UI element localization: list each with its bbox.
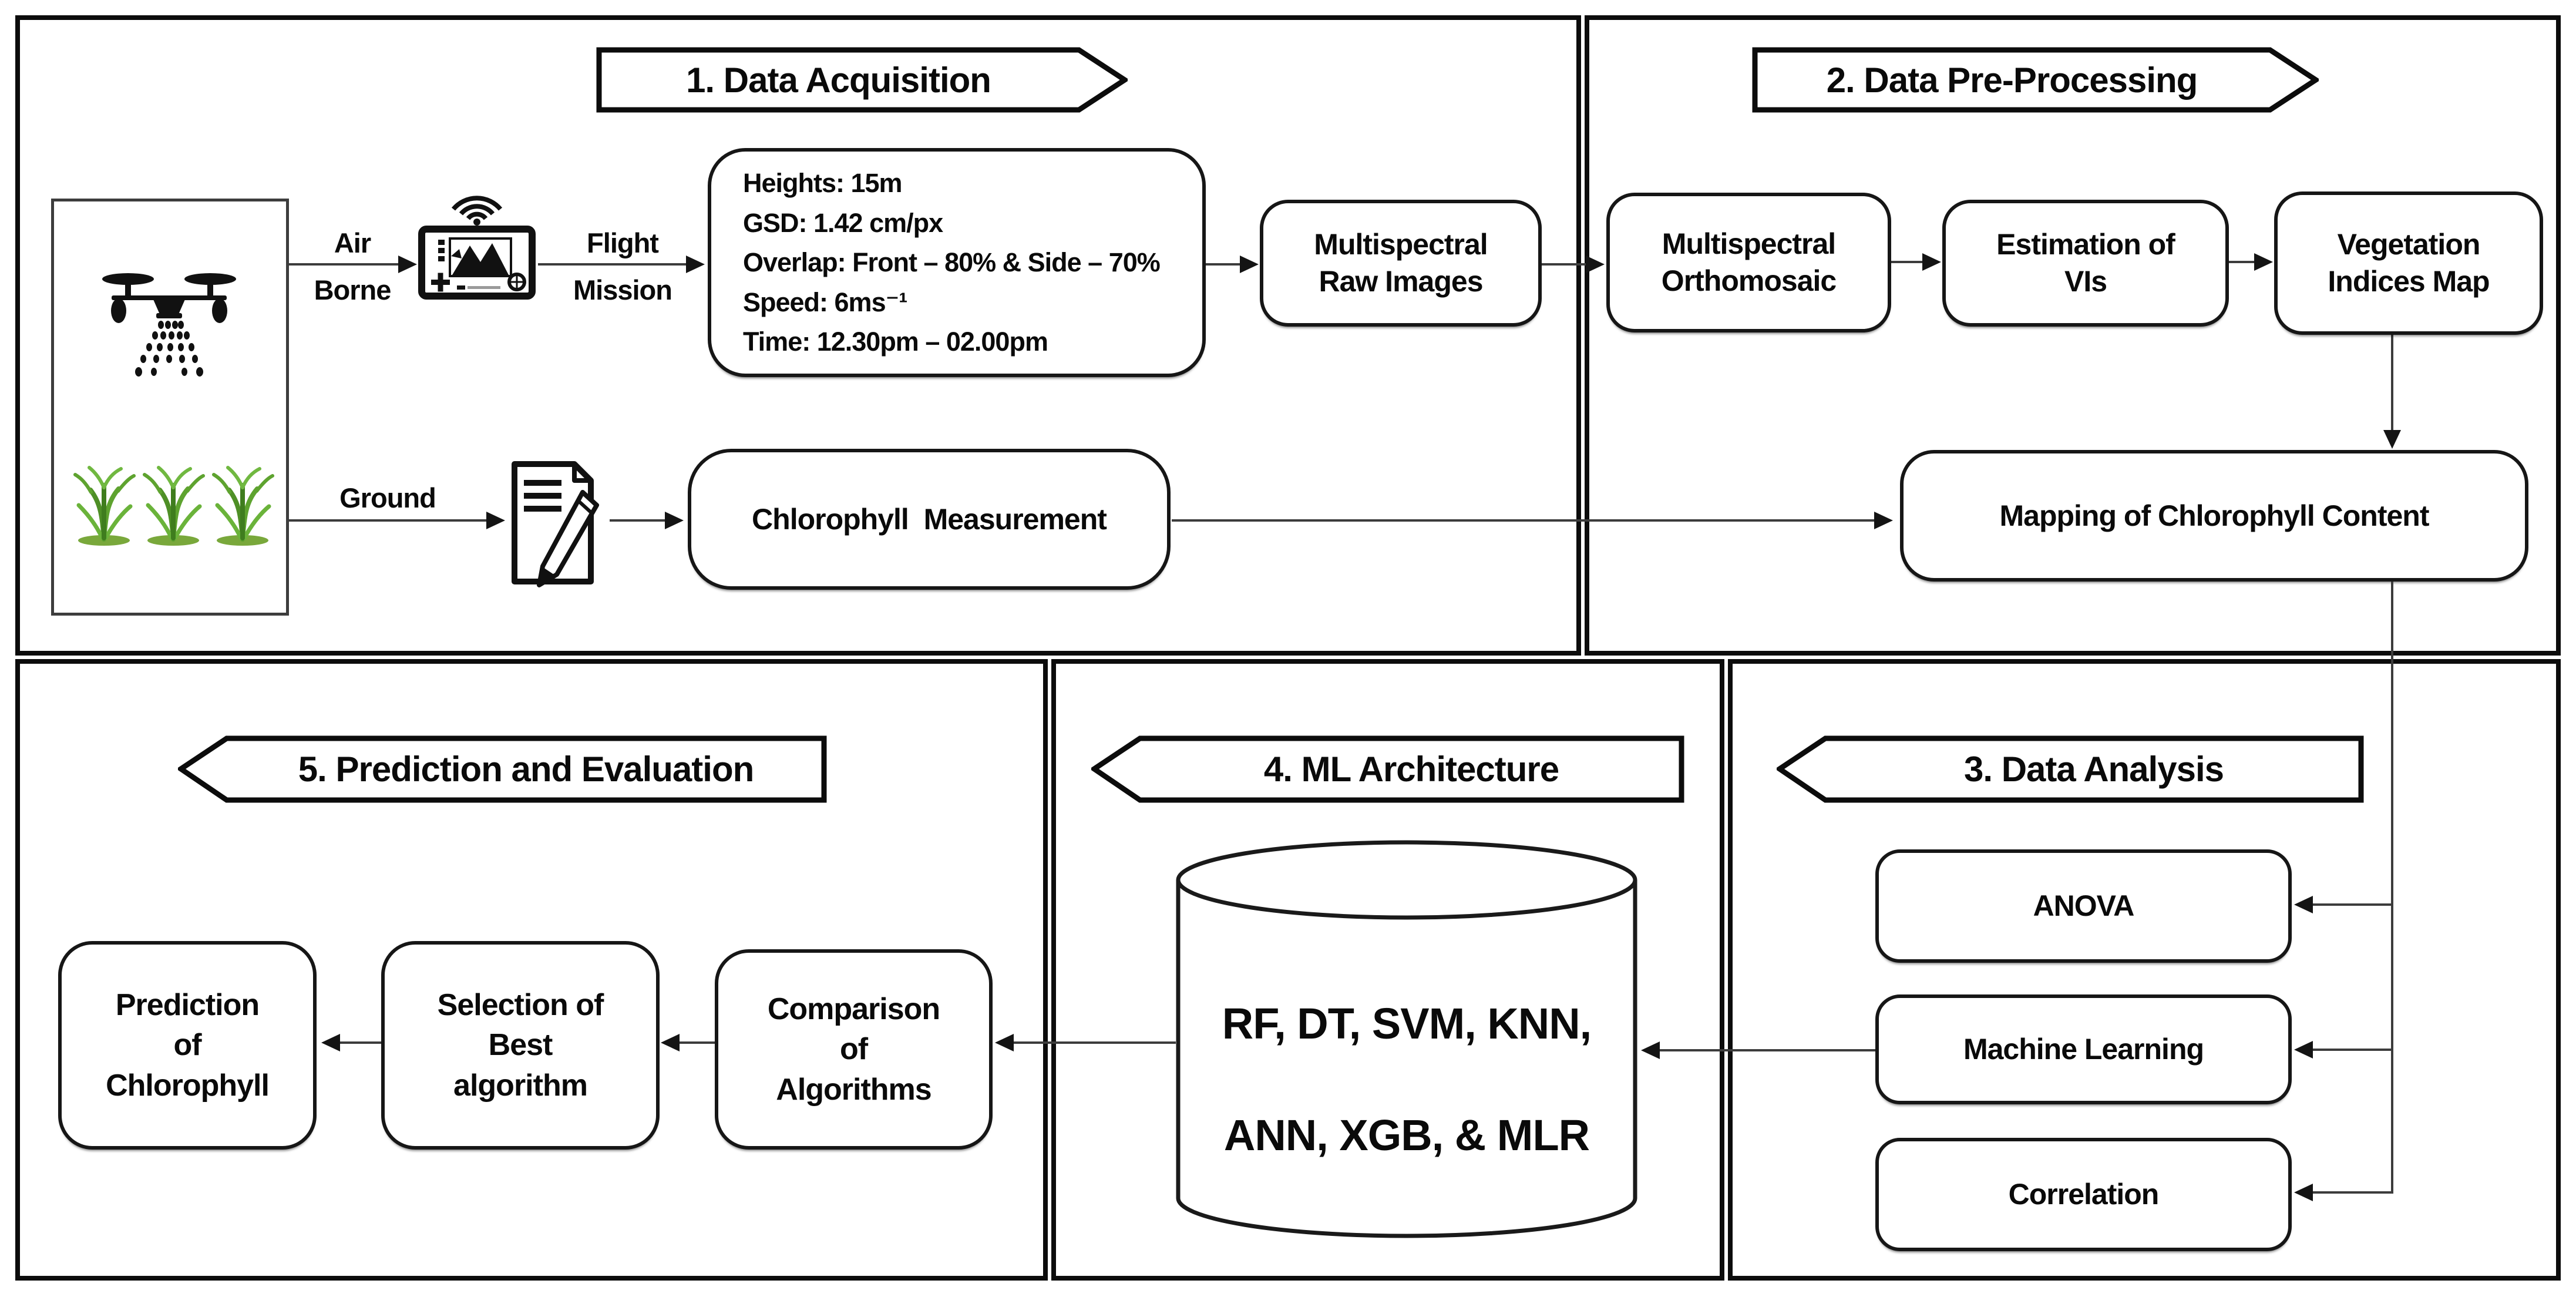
field-notes-pencil-icon xyxy=(512,461,599,587)
arrowhead xyxy=(398,256,417,273)
prediction-of-chlorophyll-box: Prediction of Chlorophyll xyxy=(58,941,317,1150)
box-label-line: Estimation of xyxy=(1996,228,2175,261)
vegetation-indices-map-box: Vegetation Indices Map xyxy=(2274,191,2543,335)
param-overlap: Overlap: Front – 80% & Side – 70% xyxy=(743,247,1161,278)
multispectral-raw-images-box: Multispectral Raw Images xyxy=(1260,200,1542,327)
wifi-signal-icon xyxy=(451,196,503,220)
chlorophyll-measurement-box: Chlorophyll Measurement xyxy=(688,449,1171,590)
algorithms-line1: RF, DT, SVM, KNN, xyxy=(1222,999,1592,1048)
banner-label: 5. Prediction and Evaluation xyxy=(298,750,755,789)
banner-label: 2. Data Pre-Processing xyxy=(1826,60,2198,100)
arrowhead xyxy=(1874,512,1893,529)
box-label-line: Raw Images xyxy=(1319,265,1483,298)
box-label-line: Chlorophyll Measurement xyxy=(752,502,1107,536)
arrowhead xyxy=(665,512,684,529)
banner-label: 3. Data Analysis xyxy=(1964,750,2224,789)
param-speed: Speed: 6ms⁻¹ xyxy=(743,287,907,317)
correlation-box: Correlation xyxy=(1875,1138,2292,1251)
banner-label: 1. Data Acquisition xyxy=(686,60,991,100)
arrowhead xyxy=(2294,1184,2313,1201)
ground-label: Ground xyxy=(339,482,436,513)
machine-learning-box: Machine Learning xyxy=(1875,994,2292,1104)
banner-prediction-evaluation: 5. Prediction and Evaluation xyxy=(178,735,827,803)
crop-plants-icon xyxy=(73,459,274,547)
arrow-measurement-to-mapping xyxy=(1172,519,1876,522)
arrow-params-to-raw xyxy=(1206,263,1242,266)
box-label-line: Comparison xyxy=(767,992,940,1026)
arrowhead xyxy=(2254,253,2273,271)
multispectral-orthomosaic-box: Multispectral Orthomosaic xyxy=(1606,193,1891,332)
box-label-line: Correlation xyxy=(2008,1178,2160,1211)
arrowhead xyxy=(2294,1041,2313,1059)
box-label-line: ANOVA xyxy=(2033,889,2135,922)
arrowhead xyxy=(1922,253,1941,271)
arrow-raw-to-ortho xyxy=(1542,263,1588,266)
arrow-to-anova xyxy=(2313,903,2393,906)
arrow-cylinder-to-comparison xyxy=(1013,1041,1176,1044)
banner-data-acquisition: 1. Data Acquisition xyxy=(596,47,1128,113)
box-label-line: of xyxy=(173,1028,201,1063)
box-label-line: VIs xyxy=(2064,265,2107,298)
box-label-line: Multispectral xyxy=(1662,227,1836,260)
box-label-line: Machine Learning xyxy=(1963,1033,2204,1066)
box-label-line: Vegetation xyxy=(2337,228,2481,261)
estimation-of-vis-box: Estimation of VIs xyxy=(1942,200,2229,327)
param-time: Time: 12.30pm – 02.00pm xyxy=(743,327,1048,357)
box-label-line: of xyxy=(839,1032,868,1067)
arrow-selection-to-prediction xyxy=(339,1041,381,1044)
air-borne-label-line2: Borne xyxy=(314,274,392,305)
arrowhead xyxy=(1586,256,1605,273)
arrowhead xyxy=(2383,430,2401,449)
arrowhead xyxy=(2294,896,2313,913)
arrowhead xyxy=(661,1034,680,1051)
arrow-ortho-to-estimation xyxy=(1891,261,1925,263)
spraying-drone-icon xyxy=(102,273,236,377)
algorithms-line2: ANN, XGB, & MLR xyxy=(1223,1111,1590,1160)
arrow-to-ml xyxy=(2313,1049,2393,1051)
comparison-of-algorithms-box: Comparison of Algorithms xyxy=(715,949,993,1150)
box-label-line: Orthomosaic xyxy=(1661,264,1837,297)
flight-mission-label-line1: Flight xyxy=(587,227,659,258)
param-heights: Heights: 15m xyxy=(743,168,903,199)
arrow-notes-to-measurement xyxy=(610,519,667,522)
box-label-line: Algorithms xyxy=(776,1072,931,1107)
arrow-comparison-to-selection xyxy=(678,1041,715,1044)
ground-control-tablet-icon xyxy=(418,196,536,300)
arrowhead xyxy=(321,1034,340,1051)
arrowhead xyxy=(486,512,505,529)
box-label-line: Multispectral xyxy=(1314,228,1488,261)
selection-of-best-algorithm-box: Selection of Best algorithm xyxy=(381,941,660,1150)
box-label-line: Chlorophyll xyxy=(106,1068,270,1103)
air-borne-label-line1: Air xyxy=(334,227,371,258)
arrow-vimap-to-mapping xyxy=(2391,335,2393,431)
arrow-ground xyxy=(288,519,489,522)
arrowhead xyxy=(1240,256,1259,273)
connector-mapping-trunk xyxy=(2391,582,2393,1194)
banner-data-preprocessing: 2. Data Pre-Processing xyxy=(1752,47,2319,113)
anova-box: ANOVA xyxy=(1875,849,2292,963)
box-label-line: Mapping of Chlorophyll Content xyxy=(1999,499,2430,532)
arrow-airborne xyxy=(288,263,399,266)
box-label-line: Prediction xyxy=(115,987,260,1022)
box-label-line: algorithm xyxy=(453,1068,588,1103)
arrowhead xyxy=(995,1034,1014,1051)
ml-algorithms-database: RF, DT, SVM, KNN, ANN, XGB, & MLR xyxy=(1175,839,1639,1258)
banner-label: 4. ML Architecture xyxy=(1263,750,1559,789)
arrow-to-correlation xyxy=(2313,1191,2393,1194)
param-gsd: GSD: 1.42 cm/px xyxy=(743,207,943,238)
field-plot-frame xyxy=(51,199,289,616)
flight-mission-label-line2: Mission xyxy=(573,274,672,305)
banner-data-analysis: 3. Data Analysis xyxy=(1777,735,2364,803)
arrow-flight-mission xyxy=(538,263,687,266)
box-label-line: Indices Map xyxy=(2328,265,2490,298)
box-label-line: Selection of xyxy=(437,987,604,1022)
flight-parameters-box: Heights: 15m GSD: 1.42 cm/px Overlap: Fr… xyxy=(708,148,1206,377)
banner-ml-architecture: 4. ML Architecture xyxy=(1091,735,1684,803)
arrow-ml-to-cylinder xyxy=(1659,1049,1875,1051)
arrowhead xyxy=(1641,1041,1660,1059)
arrow-estimation-to-vimap xyxy=(2229,261,2256,263)
box-label-line: Best xyxy=(488,1028,553,1063)
mapping-chlorophyll-content-box: Mapping of Chlorophyll Content xyxy=(1900,450,2528,582)
arrowhead xyxy=(686,256,705,273)
